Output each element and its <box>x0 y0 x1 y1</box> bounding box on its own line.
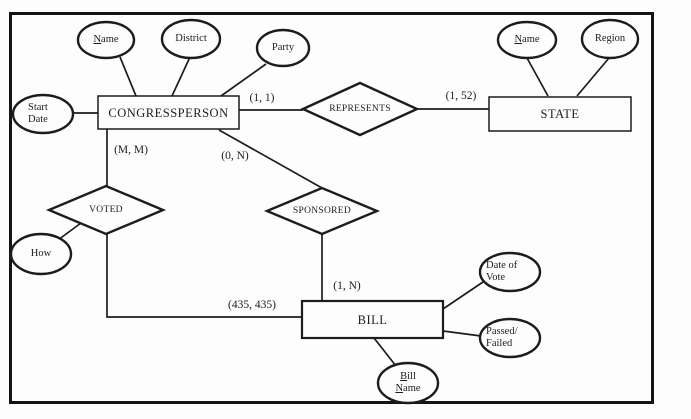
attribute-district-ellipse <box>160 18 222 60</box>
entity-bill-box <box>300 299 445 340</box>
attribute-state-name-ellipse <box>496 20 558 60</box>
attribute-state-name-label: Name <box>514 34 540 46</box>
cardinality-voted-bill: (435, 435) <box>228 298 276 311</box>
attribute-bill-name-ellipse <box>376 361 440 405</box>
entity-state-label: STATE <box>540 107 580 121</box>
cardinality-sponsored-bill: (1, N) <box>333 279 361 292</box>
connector-party-congressperson <box>220 63 267 97</box>
relationship-voted-label: VOTED <box>89 204 123 215</box>
attribute-start-date-label: Start Date <box>28 102 48 125</box>
attribute-region-label: Region <box>594 33 626 45</box>
relationship-represents-label: REPRESENTS <box>329 103 391 114</box>
relationship-represents-diamond <box>300 81 420 137</box>
attribute-party-ellipse <box>255 28 311 68</box>
attribute-bill-name-label: Bill Name <box>395 371 421 394</box>
entity-congressperson-box <box>97 95 240 130</box>
connector-how-voted <box>57 222 82 241</box>
connector-voted-bill <box>106 234 302 318</box>
relationship-sponsored-diamond <box>263 186 381 236</box>
attribute-date-of-vote-ellipse <box>478 251 542 293</box>
relationship-sponsored-label: SPONSORED <box>292 205 352 216</box>
connector-bill-passedfailed <box>442 330 482 337</box>
cardinality-represents-state: (1, 52) <box>445 89 477 102</box>
connector-district-congressperson <box>171 56 191 97</box>
attribute-passed-failed-ellipse <box>478 317 542 359</box>
attribute-congress-name-ellipse <box>76 20 136 60</box>
attribute-passed-failed-label: Passed/ Failed <box>486 326 518 349</box>
connector-name-congressperson <box>119 56 137 97</box>
attribute-district-label: District <box>175 33 207 45</box>
attribute-party-label: Party <box>271 42 295 54</box>
relationship-voted-diamond <box>45 184 167 236</box>
cardinality-congressperson-voted: (M, M) <box>114 143 148 156</box>
attribute-region-ellipse <box>580 18 640 60</box>
connector-bill-dateofvote <box>442 281 484 310</box>
connector-name-state <box>526 57 549 97</box>
cardinality-congressperson-represents: (1, 1) <box>249 91 275 104</box>
entity-bill-label: BILL <box>357 312 388 327</box>
attribute-start-date-ellipse <box>11 93 75 135</box>
attribute-congress-name-label: Name <box>93 34 119 46</box>
attribute-how-ellipse <box>9 232 73 276</box>
connector-congressperson-sponsored <box>218 129 323 189</box>
attribute-date-of-vote-label: Date of Vote <box>486 260 518 283</box>
cardinality-congressperson-sponsored: (0, N) <box>221 149 249 162</box>
attribute-how-label: How <box>30 248 52 260</box>
connector-bill-billname <box>373 337 397 367</box>
connector-region-state <box>576 57 610 97</box>
entity-congressperson-label: CONGRESSPERSON <box>108 105 229 120</box>
entity-state-box <box>488 96 632 132</box>
